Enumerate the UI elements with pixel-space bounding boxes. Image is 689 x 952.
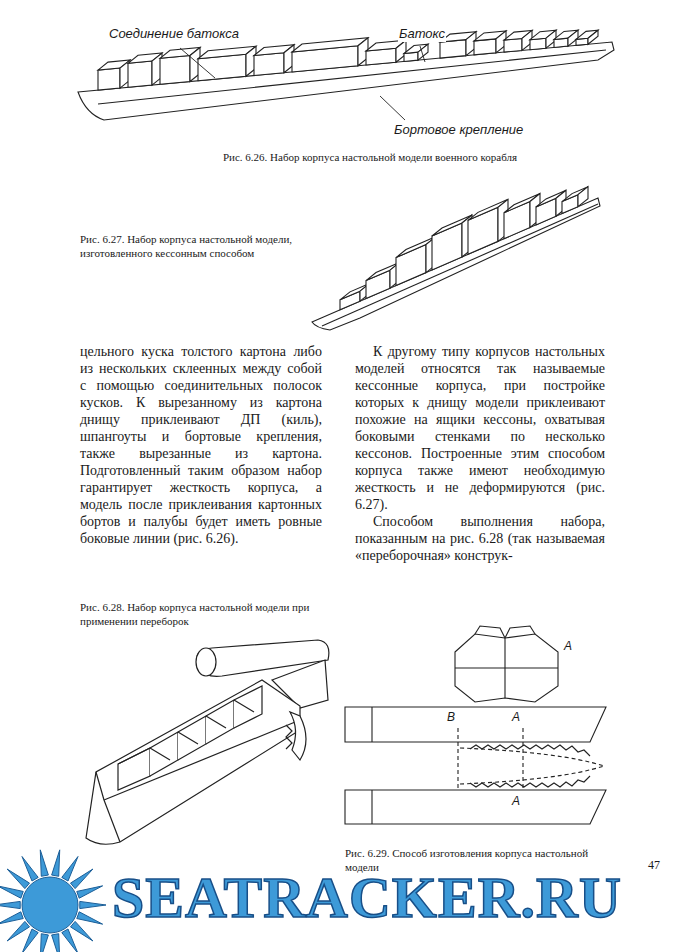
watermark-logo [22,877,78,933]
hull-frame-drawing [440,40,466,58]
watermark-logo [0,850,106,952]
figure-caption: Рис. 6.27. Набор корпуса настольной моде… [80,232,305,260]
hull-pattern-drawing [460,748,604,784]
figure-caption: Рис. 6.28. Набор корпуса настольной моде… [80,600,330,628]
bulkhead-hull-drawing [234,686,262,728]
body-text: Способом выполнения набора, показанным н… [355,513,605,564]
leader-line [380,96,405,120]
hull-frame-drawing [418,44,428,60]
hull-frame-drawing [504,38,522,52]
point-letter: B [446,710,456,725]
caisson-hull-drawing [312,187,600,330]
hull-pattern-drawing [470,745,590,756]
hull-pattern-drawing [475,626,535,638]
hull-pattern-drawing [458,728,523,790]
hull-frame-drawing [254,53,284,76]
hull-frame-drawing [160,56,190,85]
part-label: Бортовое крепление [393,122,524,138]
leader-line [180,46,425,120]
hull-frame-drawing [474,39,496,55]
bulkhead-hull-drawing [178,716,206,760]
hull-pattern-drawing [371,707,372,742]
hull-pattern-drawing [371,790,372,824]
hull-frame-drawing [588,30,598,44]
body-text: К другому типу корпусов настольных модел… [355,343,605,513]
bulkhead-hull-drawing [86,640,329,844]
hull-frame-drawing [98,68,120,90]
bulkhead-hull-drawing [96,772,120,842]
point-letter: A [511,710,521,725]
part-label: Соединение батокса [108,26,240,42]
hull-pattern-drawing [455,634,558,702]
body-text: цельного куска толстого картона либо из … [80,343,322,547]
bulkhead-hull-drawing [150,732,178,776]
caisson-hull-drawing [578,187,588,207]
bulkhead-hull-drawing [118,748,150,790]
hull-pattern-drawing [345,790,606,824]
watermark-logo [0,850,106,952]
leader-line [420,46,425,62]
hull-frame-drawing [128,61,152,87]
hull-pattern-drawing [470,776,590,787]
part-label: Батокс [398,26,446,42]
hull-pattern-drawing [455,638,558,698]
caisson-hull-drawing [322,204,598,326]
bulkhead-hull-drawing [286,725,292,749]
leader-line [180,48,215,78]
bulkhead-hull-drawing [118,700,254,764]
watermark: SEATRACKER.RU [112,866,622,930]
bulkhead-hull-drawing [196,648,216,676]
hull-pattern-drawing [345,626,606,824]
bulkhead-hull-drawing [206,700,234,744]
point-letter: A [563,639,573,654]
hull-frame-drawing [78,42,614,120]
hull-frame-drawing [292,38,368,52]
page-number: 47 [648,858,660,873]
bulkhead-hull-drawing [86,680,300,844]
figure-caption: Рис. 6.26. Набор корпуса настольной моде… [120,150,620,164]
hull-frame-drawing [78,30,614,120]
point-letter: A [511,794,521,809]
hull-pattern-drawing [345,707,606,742]
bulkhead-hull-drawing [290,712,306,760]
caisson-hull-drawing [312,198,600,330]
